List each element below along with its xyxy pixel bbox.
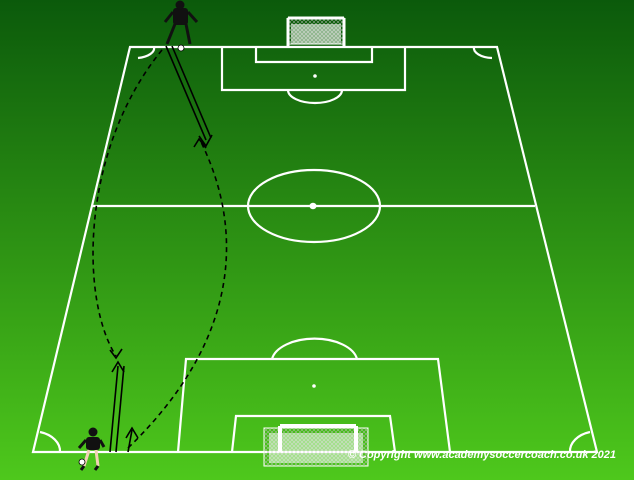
pass-arrowheads	[109, 137, 207, 360]
pass-path-up	[127, 139, 228, 449]
goal-top-icon	[286, 16, 346, 47]
run-arrowhead-top	[198, 134, 213, 148]
pitch-markings	[31, 45, 599, 454]
top-penalty-spot	[313, 74, 317, 78]
run-paths	[109, 45, 213, 453]
player-bottom-icon	[77, 427, 106, 471]
run-line-top-b	[171, 45, 212, 139]
corner-arc-top-right	[472, 46, 493, 60]
bottom-six-yard-box	[230, 414, 397, 453]
run-line-bottom-a	[109, 365, 119, 453]
pass-paths	[92, 49, 228, 449]
centre-circle	[246, 168, 382, 244]
copyright-text: © Copyright www.academysoccercoach.co.uk…	[347, 449, 616, 461]
top-penalty-box	[220, 47, 407, 92]
run-arrowhead-bottom	[111, 360, 125, 373]
touchline-boundary	[31, 45, 599, 454]
corner-arc-bottom-right	[568, 430, 591, 453]
pass-path-down	[92, 49, 163, 357]
bottom-penalty-arc	[270, 337, 359, 360]
player-top-icon	[163, 0, 199, 52]
centre-spot	[309, 202, 317, 210]
top-six-yard-box	[254, 47, 374, 64]
run-arrowhead-short	[125, 426, 139, 439]
run-line-bottom-b	[115, 365, 125, 453]
top-penalty-arc	[286, 89, 344, 105]
corner-arc-bottom-left	[39, 430, 62, 453]
corner-arc-top-left	[137, 46, 156, 60]
bottom-penalty-box	[176, 357, 452, 453]
goal-bottom-icon	[263, 424, 369, 467]
bottom-penalty-spot	[312, 384, 316, 388]
run-line-top-a	[165, 45, 207, 141]
